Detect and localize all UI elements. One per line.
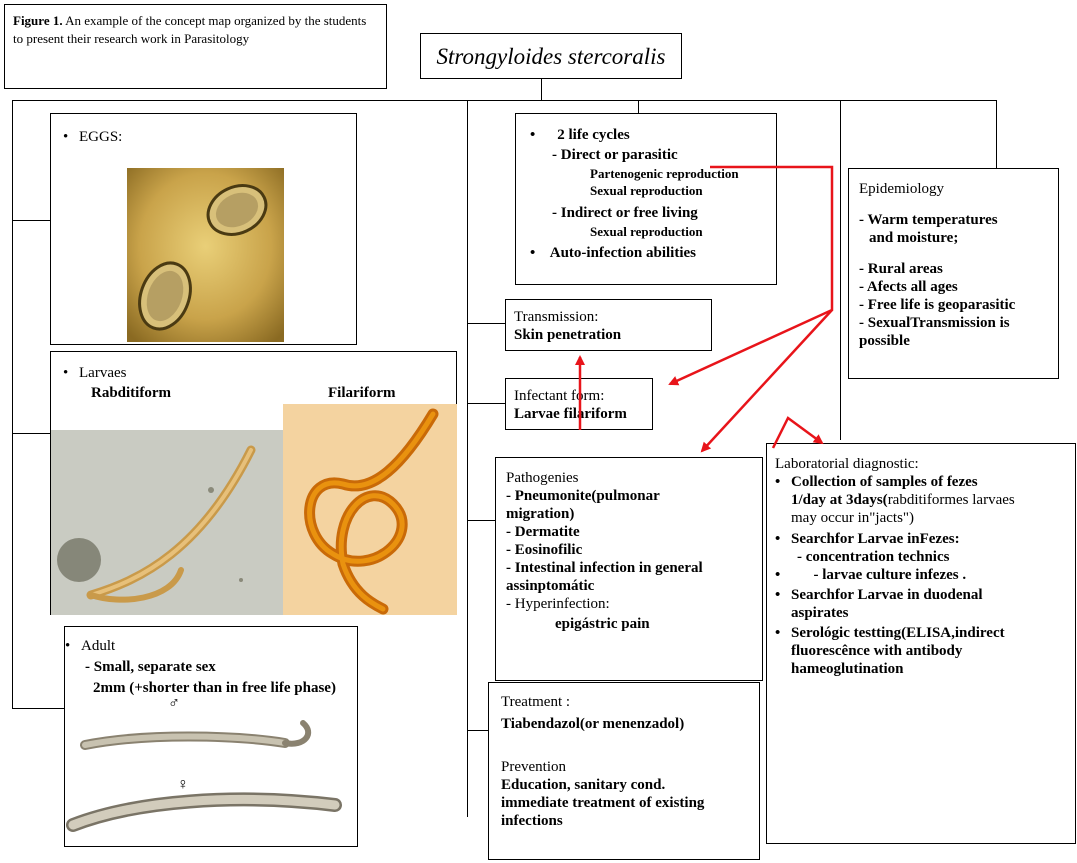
- lab-search2-item: •Searchfor Larvae in duodenal: [775, 586, 983, 604]
- epi-item-5: - SexualTransmission is: [859, 314, 1010, 332]
- caption-text: An example of the concept map organized …: [13, 13, 366, 46]
- path-item-4: - Intestinal infection in general: [506, 559, 703, 577]
- treatment-box: Treatment : Tiabendazol(or menenzadol) P…: [488, 682, 760, 860]
- pathogenies-label: Pathogenies: [506, 469, 579, 487]
- adult-line1: - Small, separate sex: [85, 658, 216, 676]
- page-title: Strongyloides stercoralis: [437, 44, 666, 69]
- lifecycle-heading-item: • 2 life cycles: [530, 126, 630, 144]
- path-hyper-value: epigástric pain: [555, 615, 650, 633]
- epi-item-6: possible: [859, 332, 910, 350]
- transmission-value: Skin penetration: [514, 326, 711, 344]
- filariform-label: Filariform: [328, 384, 395, 402]
- lifecycle-auto-item: • Auto-infection abilities: [530, 244, 696, 262]
- lab-collect-3: may occur in"jacts"): [791, 509, 914, 527]
- rabditiform-label: Rabditiform: [91, 384, 171, 402]
- connector-left-trunk: [12, 100, 13, 708]
- lifecycle-box: • 2 life cycles - Direct or parasitic Pa…: [515, 113, 777, 285]
- connector-top-bus: [12, 100, 996, 101]
- infectant-box: Infectant form: Larvae filariform: [505, 378, 653, 430]
- path-item-3: - Eosinofilic: [506, 541, 582, 559]
- lab-box: Laboratorial diagnostic: •Collection of …: [766, 443, 1076, 844]
- lab-search-1b: - larvae culture infezes .: [814, 567, 967, 583]
- eggs-image: [127, 168, 284, 342]
- lifecycle-direct: - Direct or parasitic: [552, 146, 678, 164]
- adult-line2: 2mm (+shorter than in free life phase): [93, 679, 336, 697]
- connector-adult: [12, 708, 64, 709]
- caption-label: Figure 1.: [13, 13, 63, 28]
- lab-search-2: Searchfor Larvae in duodenal: [791, 587, 983, 603]
- adult-item: •Adult: [65, 637, 115, 655]
- prevention-line-0: Education, sanitary cond.: [501, 776, 665, 794]
- lab-search-1b-item: • - larvae culture infezes .: [775, 566, 966, 584]
- title-box: Strongyloides stercoralis: [420, 33, 682, 79]
- connector-treatment: [467, 730, 488, 731]
- lab-label: Laboratorial diagnostic:: [775, 455, 919, 473]
- infectant-label: Infectant form:: [514, 387, 652, 405]
- lifecycle-auto: Auto-infection abilities: [550, 245, 696, 261]
- adult-box: •Adult - Small, separate sex 2mm (+short…: [64, 626, 358, 847]
- connector-epidemiology: [996, 100, 997, 168]
- lab-sero-2: fluorescênce with antibody: [791, 642, 962, 660]
- epi-item-0: - Warm temperatures: [859, 211, 998, 229]
- eggs-box: •EGGS:: [50, 113, 357, 345]
- treatment-label: Treatment :: [501, 693, 570, 711]
- eggs-item: •EGGS:: [63, 128, 122, 146]
- connector-pathogenies: [467, 520, 495, 521]
- transmission-box: Transmission: Skin penetration: [505, 299, 712, 351]
- path-item-1: migration): [506, 505, 574, 523]
- larvae-label: Larvaes: [79, 365, 126, 381]
- path-item-2: - Dermatite: [506, 523, 580, 541]
- filariform-image: [283, 404, 457, 615]
- connector-center-trunk: [467, 100, 468, 817]
- lab-search-2b: aspirates: [791, 604, 849, 622]
- lab-collect-2-line: 1/day at 3days(rabditiformes larvaes: [791, 491, 1015, 509]
- lifecycle-sexual2: Sexual reproduction: [590, 224, 703, 239]
- epidemiology-label: Epidemiology: [859, 180, 944, 198]
- lifecycle-indirect: - Indirect or free living: [552, 204, 698, 222]
- lab-sero-1: Serológic testting(ELISA,indirect: [791, 625, 1005, 641]
- rabditiform-image: [51, 430, 283, 615]
- lifecycle-heading: 2 life cycles: [557, 127, 629, 143]
- prevention-line-2: infections: [501, 812, 563, 830]
- adult-label: Adult: [81, 638, 115, 654]
- connector-larvae: [12, 433, 50, 434]
- path-item-5: assinptomátic: [506, 577, 594, 595]
- lab-search-item: •Searchfor Larvae inFezes:: [775, 530, 960, 548]
- figure-caption: Figure 1. An example of the concept map …: [4, 4, 387, 89]
- epi-item-2: - Rural areas: [859, 260, 943, 278]
- connector-title-down: [541, 79, 542, 100]
- connector-eggs: [12, 220, 50, 221]
- eggs-label: EGGS:: [79, 129, 122, 145]
- lab-collect-item: •Collection of samples of fezes: [775, 473, 978, 491]
- lab-collect-2-normal: rabditiformes larvaes: [888, 492, 1015, 508]
- larvae-box: •Larvaes Rabditiform Filariform: [50, 351, 457, 615]
- treatment-value: Tiabendazol(or menenzadol): [501, 715, 684, 733]
- epi-item-3: - Afects all ages: [859, 278, 958, 296]
- transmission-label: Transmission:: [514, 308, 711, 326]
- prevention-label: Prevention: [501, 758, 566, 776]
- lab-collect-2: 1/day at 3days(: [791, 492, 888, 508]
- epi-item-4: - Free life is geoparasitic: [859, 296, 1015, 314]
- path-item-0: - Pneumonite(pulmonar: [506, 487, 660, 505]
- lifecycle-sexual1: Sexual reproduction: [590, 183, 703, 198]
- path-hyper-label: - Hyperinfection:: [506, 595, 610, 613]
- lab-search-1: Searchfor Larvae inFezes:: [791, 531, 960, 547]
- connector-right-trunk: [840, 100, 841, 440]
- connector-infectant: [467, 403, 505, 404]
- larvae-item: •Larvaes: [63, 364, 126, 382]
- lab-sero-item: •Serológic testting(ELISA,indirect: [775, 624, 1005, 642]
- connector-transmission: [467, 323, 505, 324]
- epidemiology-box: Epidemiology - Warm temperatures and moi…: [848, 168, 1059, 379]
- arrow-to-pathogenies: [702, 310, 832, 451]
- pathogenies-box: Pathogenies - Pneumonite(pulmonar migrat…: [495, 457, 763, 681]
- epi-item-1: and moisture;: [869, 229, 958, 247]
- lab-sero-3: hameoglutination: [791, 660, 904, 678]
- lifecycle-parteno: Partenogenic reproduction: [590, 166, 739, 181]
- lab-search-1a: - concentration technics: [797, 548, 949, 566]
- prevention-line-1: immediate treatment of existing: [501, 794, 704, 812]
- lab-collect-1: Collection of samples of fezes: [791, 474, 978, 490]
- male-symbol: ♂: [168, 695, 180, 713]
- adult-worms-image: [65, 713, 357, 845]
- infectant-value: Larvae filariform: [514, 405, 652, 423]
